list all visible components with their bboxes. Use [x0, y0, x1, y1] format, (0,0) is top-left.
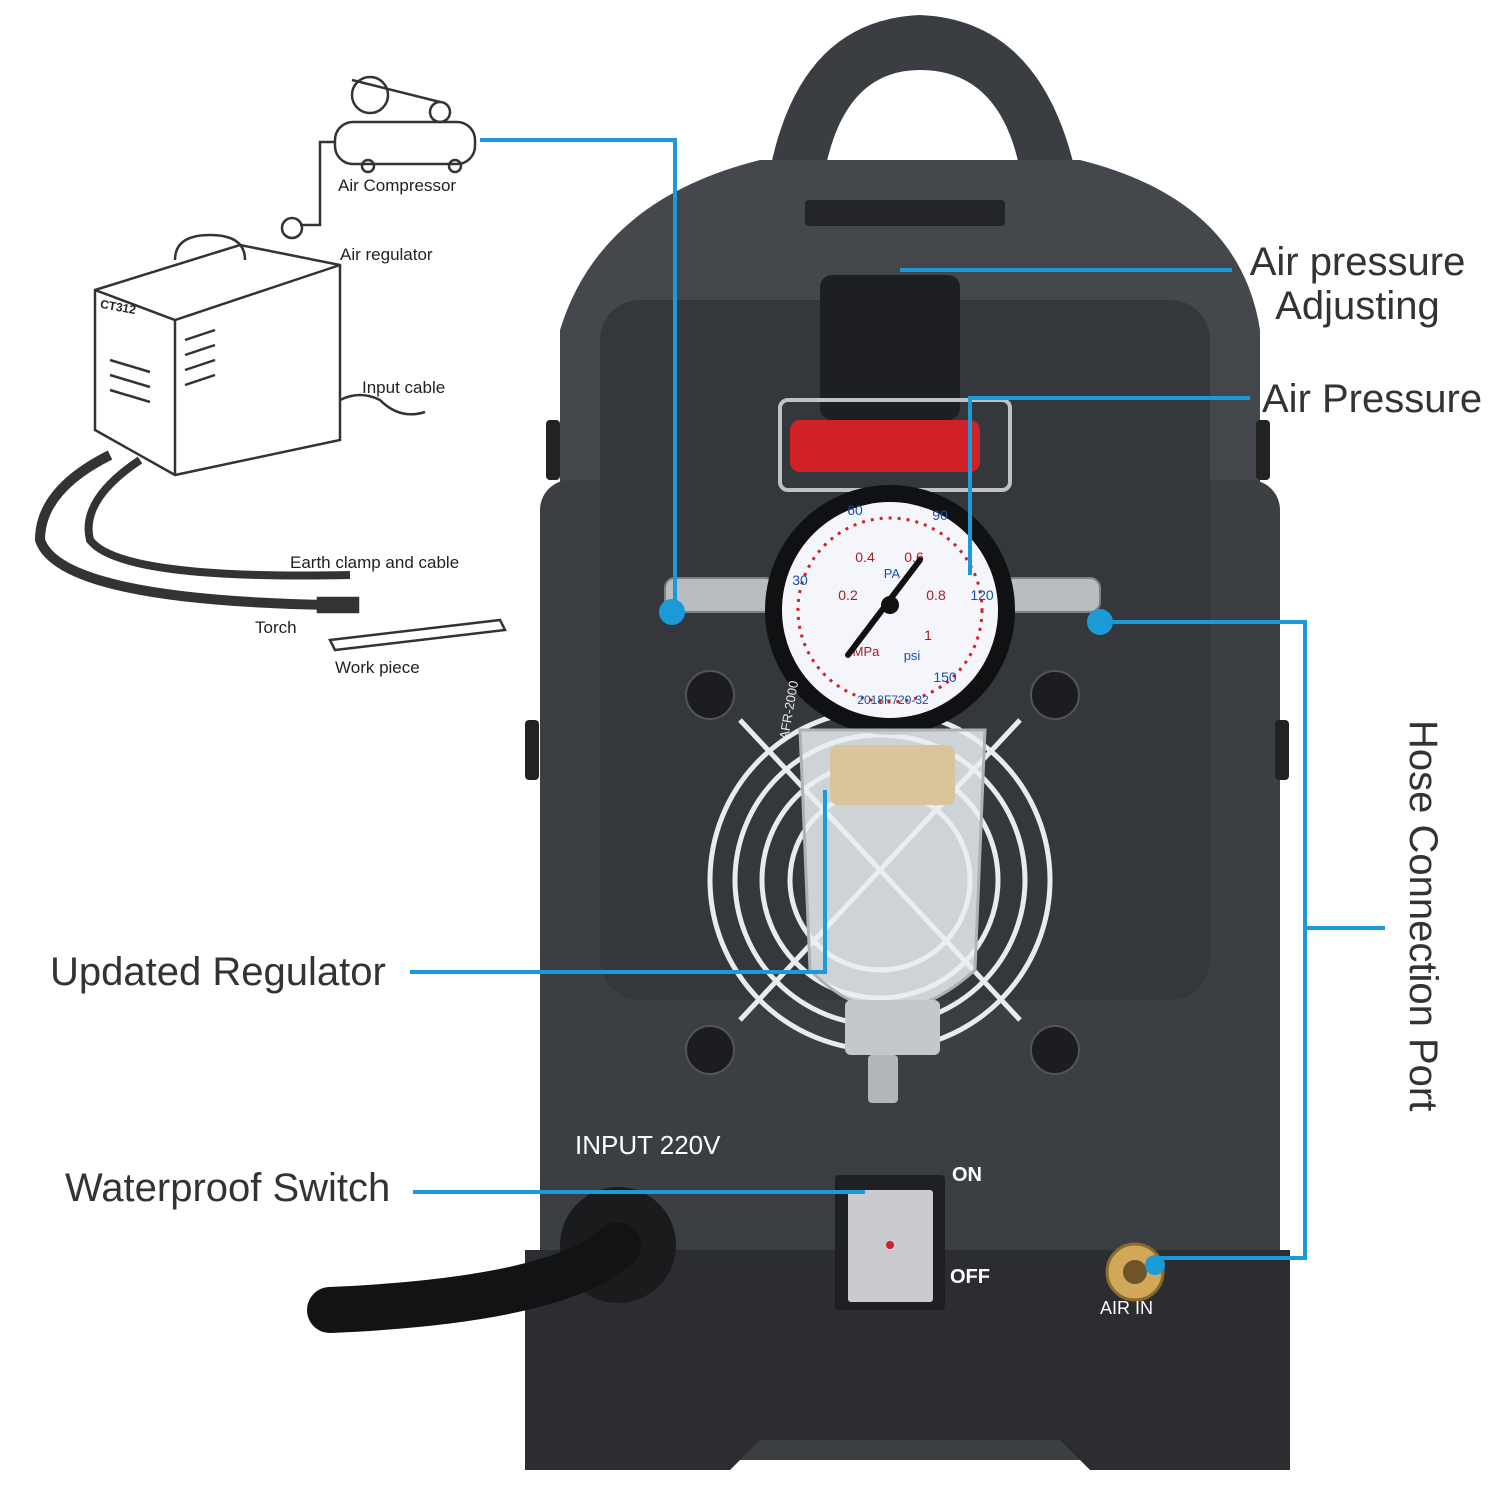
gauge-mpa-tick: 1 — [924, 627, 932, 643]
side-latch-left-2 — [525, 720, 539, 780]
side-latch-left — [546, 420, 560, 480]
callout-air-pressure: Air Pressure — [1262, 377, 1483, 421]
air-in-label: AIR IN — [1100, 1298, 1154, 1318]
earth-cable-sketch — [84, 456, 351, 580]
callout-air-pressure-adjusting: Air pressure Adjusting — [1240, 240, 1475, 328]
callout-line-1: Air pressure — [1249, 240, 1466, 284]
gauge-brand: PA — [884, 566, 901, 581]
input-cable-sketch — [339, 393, 426, 416]
screw-icon — [685, 1025, 735, 1075]
callout-line-2: Adjusting — [1275, 284, 1440, 328]
sketch-label-air-compressor: Air Compressor — [338, 176, 457, 195]
gauge-psi-tick: 120 — [970, 587, 994, 603]
gauge-mpa-tick: 0.8 — [926, 587, 946, 603]
regulator-sketch — [280, 216, 304, 240]
gauge-psi-tick: 150 — [933, 669, 957, 685]
welder-sketch — [93, 243, 342, 477]
gauge-mpa-tick: 0.2 — [838, 587, 858, 603]
callout-hose-connection-port: Hose Connection Port — [1401, 720, 1445, 1112]
base-feet — [525, 1250, 1290, 1470]
gauge-model-code: 2018F720-32 — [857, 693, 929, 707]
gauge-unit-mpa: MPa — [853, 644, 881, 659]
switch-indicator — [886, 1241, 894, 1249]
sketch-label-torch: Torch — [255, 618, 297, 637]
sketch-label-input-cable: Input cable — [362, 378, 446, 397]
switch-off-label: OFF — [950, 1266, 990, 1288]
gauge-psi-tick: 90 — [932, 507, 948, 523]
top-slot — [805, 200, 1005, 226]
sketch-label-work-piece: Work piece — [335, 658, 420, 677]
torch-cable-sketch — [34, 450, 331, 610]
pressure-gauge: 0.2 0.4 0.6 0.8 1 30 60 90 120 150 PA MP… — [765, 485, 1015, 735]
panel-screws — [685, 670, 1080, 1075]
callout-waterproof-switch: Waterproof Switch — [65, 1166, 391, 1210]
setup-sketch — [34, 75, 507, 652]
input-voltage-label: INPUT 220V — [575, 1130, 721, 1160]
regulator-knob[interactable] — [820, 275, 960, 420]
callout-updated-regulator: Updated Regulator — [50, 950, 386, 994]
filter-drain — [845, 1000, 940, 1055]
gauge-unit-psi: psi — [904, 648, 921, 663]
power-cord — [307, 1222, 641, 1333]
welder-machine: 0.2 0.4 0.6 0.8 1 30 60 90 120 150 PA MP… — [307, 15, 1290, 1470]
switch-on-label: ON — [952, 1164, 982, 1186]
gauge-psi-tick: 30 — [792, 572, 808, 588]
sketch-label-air-regulator: Air regulator — [340, 245, 433, 264]
screw-icon — [1030, 670, 1080, 720]
filter-element — [830, 745, 955, 805]
screw-icon — [685, 670, 735, 720]
vent-lines-sketch — [109, 328, 216, 404]
work-piece-sketch — [328, 618, 507, 652]
gauge-psi-tick: 60 — [847, 502, 863, 518]
carry-handle — [770, 15, 1075, 170]
gauge-mpa-tick: 0.4 — [855, 549, 875, 565]
side-latch-right — [1256, 420, 1270, 480]
hose-barb-right — [999, 577, 1101, 613]
drain-barb — [868, 1055, 898, 1103]
hose-barb-left — [664, 577, 776, 613]
sketch-label-earth-clamp: Earth clamp and cable — [290, 553, 460, 572]
screw-icon — [1030, 1025, 1080, 1075]
side-latch-right-2 — [1275, 720, 1289, 780]
regulator-red-ring — [790, 420, 980, 472]
compressor-tank-sketch — [333, 120, 477, 166]
